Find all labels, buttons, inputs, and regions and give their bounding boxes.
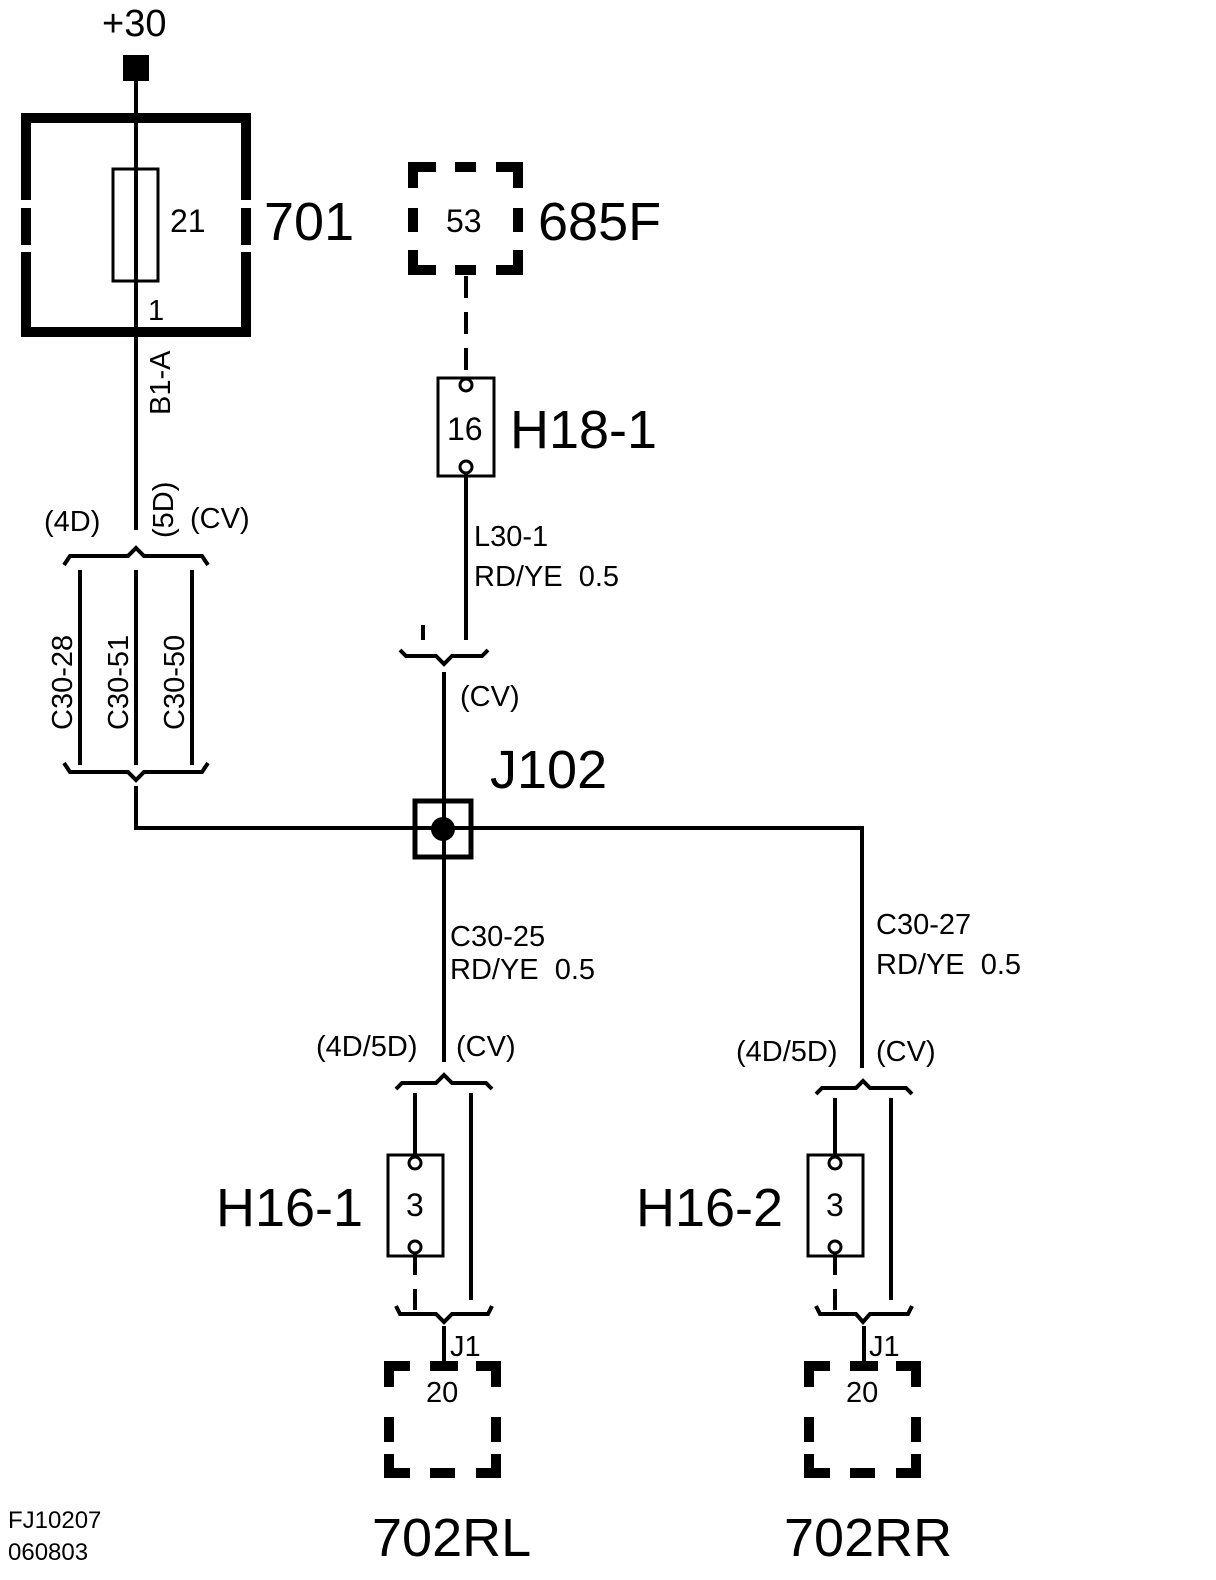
variant-label-4d: (4D) xyxy=(44,506,100,538)
module-702rl-corner-tl xyxy=(384,1361,410,1387)
module-685f-id: 685F xyxy=(538,192,661,252)
branch-right-variant-cv: (CV) xyxy=(876,1036,936,1068)
module-685f-pin: 53 xyxy=(446,203,482,239)
branch-left-brace-bottom xyxy=(394,1305,494,1325)
module-685f-corner-br xyxy=(496,250,523,275)
drawing-number: FJ10207 xyxy=(8,1507,101,1534)
branch-left-brace-top xyxy=(394,1072,494,1091)
branch-left-jumper: J1 xyxy=(450,1331,481,1363)
wire-c30-25-spec: RD/YE 0.5 xyxy=(450,954,595,986)
branch-right-variant-4d5d: (4D/5D) xyxy=(736,1036,838,1068)
module-702rl-id: 702RL xyxy=(372,1508,531,1568)
module-685f: 53 xyxy=(408,162,523,275)
wire-main-bus xyxy=(134,786,864,1068)
splice-box-icon xyxy=(412,798,474,860)
connector-h18-id: H18-1 xyxy=(510,400,657,460)
pin-socket-icon xyxy=(827,1155,843,1171)
variant-label-cv-top: (CV) xyxy=(190,503,250,535)
connector-h16-1-pin: 3 xyxy=(406,1187,424,1223)
connector-h16-2-id: H16-2 xyxy=(636,1178,783,1238)
fuse-box-701: 21 1 xyxy=(21,113,251,337)
supply-terminal-icon xyxy=(123,55,149,81)
wire-l30-1-circuit: L30-1 xyxy=(474,521,548,553)
wire-c30-27-circuit: C30-27 xyxy=(876,909,971,941)
fuse-box-outline-top xyxy=(21,113,251,200)
branch-right-brace-top xyxy=(814,1078,914,1096)
module-685f-corner-bl xyxy=(408,250,436,275)
circuit-label-c30-51: C30-51 xyxy=(103,635,135,730)
module-702rr-id: 702RR xyxy=(784,1508,952,1568)
circuit-label-c30-50: C30-50 xyxy=(159,635,191,730)
variant-brace-mid xyxy=(398,648,490,667)
fuse-box-id: 701 xyxy=(264,192,354,252)
branch-right-jumper: J1 xyxy=(869,1331,900,1363)
module-702rl: 20 xyxy=(384,1361,501,1478)
module-702rr: 20 xyxy=(804,1361,921,1478)
pin-socket-icon xyxy=(827,1239,843,1255)
supply-label: +30 xyxy=(102,3,166,45)
module-702rr-corner-tr xyxy=(896,1361,921,1387)
module-702rl-corner-bl xyxy=(384,1454,410,1478)
wire-c30-25-circuit: C30-25 xyxy=(450,921,545,953)
connector-h18-pin: 16 xyxy=(447,411,483,447)
branch-left: (4D/5D) (CV) 3 H16-1 J1 20 702RL xyxy=(216,1031,531,1568)
variant-label-cv-mid: (CV) xyxy=(460,681,520,713)
wire-c30-27-spec: RD/YE 0.5 xyxy=(876,949,1021,981)
pin-socket-icon xyxy=(407,1239,423,1255)
module-702rr-corner-bl xyxy=(804,1454,830,1478)
module-702rr-corner-tl xyxy=(804,1361,830,1387)
variant-label-5d: (5D) xyxy=(148,482,180,538)
branch-right-brace-bottom xyxy=(814,1305,914,1326)
connector-h16-1-id: H16-1 xyxy=(216,1178,363,1238)
connector-h16-2-pin: 3 xyxy=(826,1187,844,1223)
variant-brace-bottom xyxy=(62,761,210,783)
splice-node-icon xyxy=(431,817,455,841)
fuse-box-outline-bottom xyxy=(21,252,251,337)
module-702rl-pin: 20 xyxy=(426,1377,458,1409)
splice-id: J102 xyxy=(490,740,607,800)
date-code: 060803 xyxy=(8,1539,88,1566)
connector-h16-2-body xyxy=(806,1153,865,1258)
fuse-pin: 1 xyxy=(148,295,164,327)
circuit-label-c30-28: C30-28 xyxy=(47,635,79,730)
module-685f-corner-tr xyxy=(496,162,523,188)
pin-socket-icon xyxy=(458,459,474,475)
module-702rr-corner-br xyxy=(896,1454,921,1478)
wire-b1a-label: B1-A xyxy=(145,350,177,415)
pin-socket-icon xyxy=(458,377,474,393)
module-702rl-corner-br xyxy=(476,1454,501,1478)
wire-l30-1-spec: RD/YE 0.5 xyxy=(474,561,619,593)
connector-h18-1: 16 xyxy=(436,376,496,478)
module-702rl-corner-tr xyxy=(476,1361,501,1387)
fuse-number: 21 xyxy=(170,203,206,239)
branch-left-variant-cv: (CV) xyxy=(456,1031,516,1063)
pin-socket-icon xyxy=(407,1155,423,1171)
branch-right: (4D/5D) (CV) 3 H16-2 J1 20 702RR xyxy=(636,1036,952,1568)
module-685f-corner-tl xyxy=(408,162,436,188)
branch-left-variant-4d5d: (4D/5D) xyxy=(316,1031,418,1063)
module-702rr-pin: 20 xyxy=(846,1377,878,1409)
variant-brace-top xyxy=(62,545,210,567)
